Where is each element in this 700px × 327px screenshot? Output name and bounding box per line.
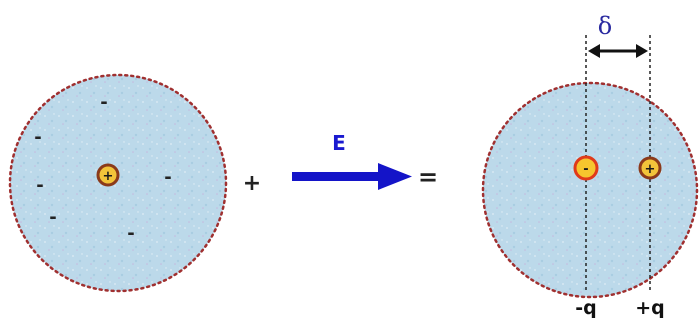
electron-3: - xyxy=(164,167,171,188)
displacement-label: δ xyxy=(598,12,612,40)
equals-operator: = xyxy=(418,163,438,191)
positive-charge-label: +q xyxy=(635,297,665,319)
right-electron-cloud xyxy=(483,83,697,297)
electron-6: - xyxy=(127,223,134,244)
polarized-atom: - + xyxy=(483,35,697,297)
field-arrow-icon xyxy=(292,163,412,190)
electron-5: - xyxy=(49,207,56,228)
positive-center-sign: + xyxy=(645,162,656,177)
electric-field: E xyxy=(292,131,412,190)
negative-center-sign: - xyxy=(583,162,588,177)
displacement-indicator: δ xyxy=(588,12,648,58)
negative-charge-label: -q xyxy=(575,297,597,319)
left-nucleus-sign: + xyxy=(103,169,114,184)
field-label: E xyxy=(332,131,346,155)
electron-4: - xyxy=(36,175,43,196)
plus-operator: + xyxy=(243,171,261,196)
double-arrow-icon xyxy=(588,44,648,58)
neutral-atom: + - - - - - - xyxy=(10,75,226,291)
electron-1: - xyxy=(100,92,107,113)
electron-2: - xyxy=(34,127,41,148)
